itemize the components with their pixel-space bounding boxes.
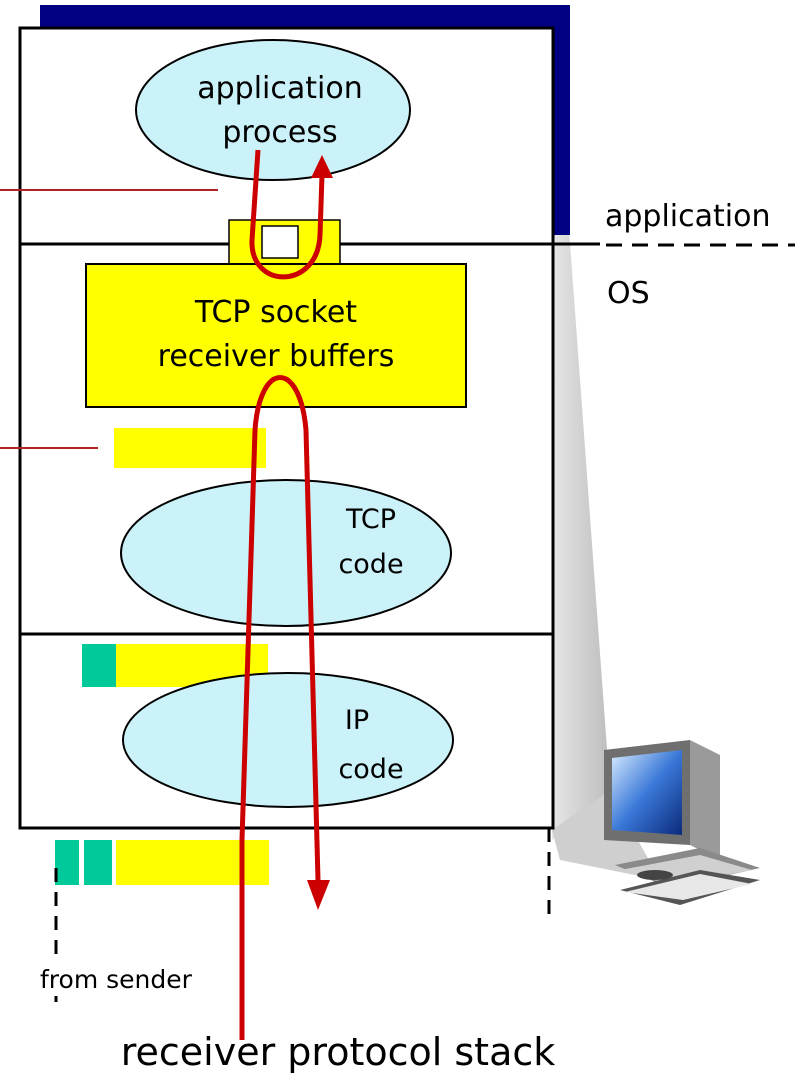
data-flow-down-arrowhead	[307, 880, 330, 910]
data-flow-up-path	[239, 375, 321, 1040]
from-sender-label: from sender	[40, 965, 193, 994]
host-right-bar	[553, 5, 570, 235]
desktop-computer-icon	[604, 740, 760, 905]
application-process-label-2: process	[222, 115, 337, 150]
os-layer-label: OS	[607, 276, 650, 311]
ip-code-ellipse	[122, 672, 454, 808]
from-sender-bg	[36, 960, 236, 996]
tcp-code-label-1: TCP	[345, 504, 396, 535]
link-header-1	[55, 840, 79, 885]
application-process-label-1: application	[197, 71, 362, 106]
application-read-path	[249, 149, 325, 280]
tcp-buffer-label-1: TCP socket	[194, 295, 357, 330]
application-process-ellipse	[135, 39, 411, 181]
tcp-code-label-2: code	[338, 549, 403, 580]
link-header-2	[84, 840, 112, 885]
application-read-arrowhead	[311, 155, 333, 178]
ip-header	[82, 644, 116, 687]
socket-tab-inner	[261, 225, 299, 259]
tcp-buffer-label-2: receiver buffers	[158, 339, 395, 374]
host-top-bar	[40, 5, 570, 30]
tcp-receiver-buffer	[85, 263, 467, 408]
tcp-code-ellipse	[120, 479, 452, 627]
diagram-caption: receiver protocol stack	[121, 1030, 556, 1074]
application-layer-label: application	[605, 199, 770, 234]
ip-code-label-2: code	[338, 754, 403, 785]
tcp-segment-payload	[114, 428, 266, 468]
link-payload	[116, 840, 269, 885]
ip-code-label-1: IP	[345, 705, 369, 736]
